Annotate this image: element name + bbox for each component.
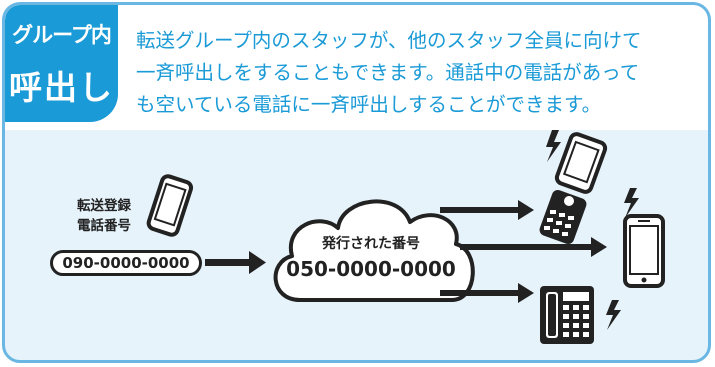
- registered-label-2: 電話番号: [77, 218, 131, 234]
- description: 転送グループ内のスタッフが、他のスタッフ全員に向けて 一斉呼出しをすることもでき…: [136, 25, 706, 121]
- badge-line-2: 呼出し: [9, 68, 114, 107]
- arrow-to-cloud: [205, 251, 266, 274]
- cloud-number: 050-0000-0000: [286, 257, 456, 281]
- description-line-2: 一斉呼出しをすることもできます。通話中の電話があって: [136, 61, 640, 84]
- cloud-caption: 発行された番号: [322, 236, 420, 252]
- cloud-icon: [273, 199, 475, 302]
- title-badge: グループ内 呼出し: [5, 5, 118, 122]
- description-line-1: 転送グループ内のスタッフが、他のスタッフ全員に向けて: [136, 29, 642, 52]
- smartphone-icon: [623, 214, 665, 288]
- ring-lightning-icon: [546, 130, 639, 330]
- registered-label-1: 転送登録: [77, 198, 131, 214]
- badge-line-1: グループ内: [12, 23, 112, 47]
- registered-number: 090-0000-0000: [50, 250, 202, 276]
- registered-smartphone-icon: [146, 174, 194, 237]
- flip-phone-icon: [539, 132, 608, 245]
- description-line-3: も空いている電話に一斉呼出しすることができます。: [136, 93, 602, 116]
- arrow-to-desk-phone: [440, 283, 534, 303]
- arrow-to-smartphone: [460, 237, 607, 257]
- arrow-to-flip-phone: [440, 200, 534, 220]
- desk-phone-icon: [540, 286, 594, 344]
